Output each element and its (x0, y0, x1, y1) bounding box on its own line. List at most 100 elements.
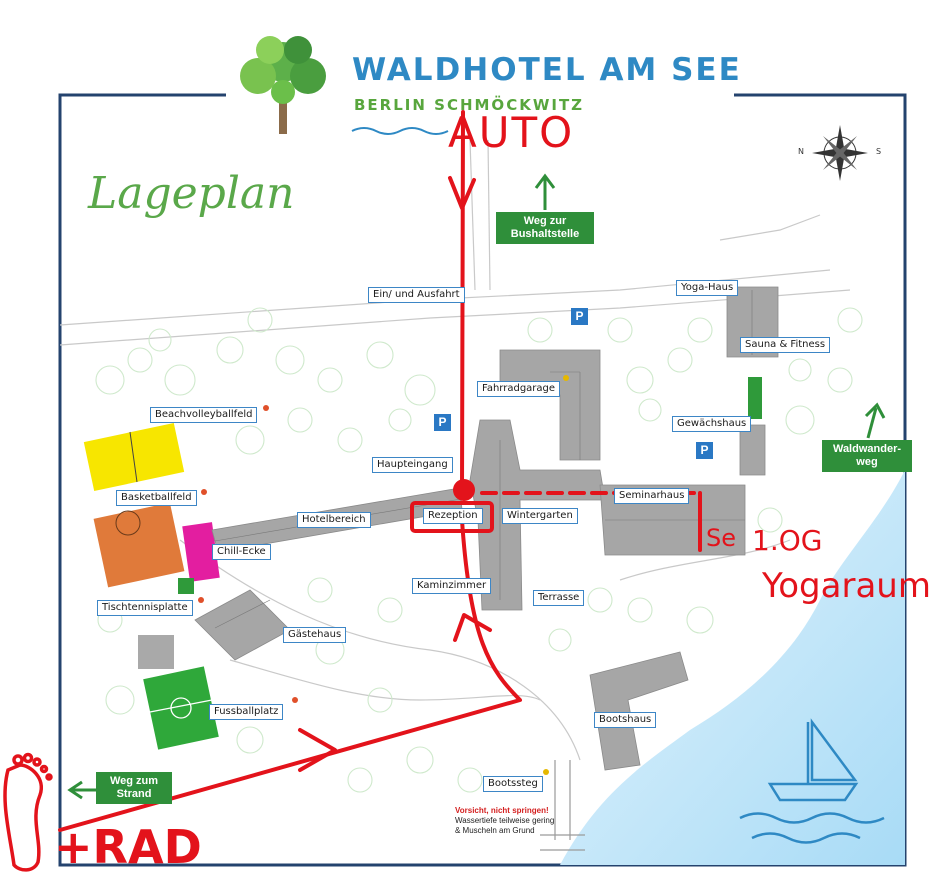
arrow-up-icon (534, 173, 556, 210)
tree-circle (406, 746, 434, 774)
tree-circle (667, 347, 693, 373)
annotation-level: 1.OG (752, 524, 823, 557)
bootshaus-building (589, 651, 689, 771)
label-gewaechshaus: Gewächshaus (672, 416, 752, 432)
gaestehaus-building (194, 589, 291, 661)
hotel-location: BERLIN SCHMÖCKWITZ (354, 96, 585, 114)
rad-route (58, 518, 522, 832)
tree-circle (337, 427, 363, 453)
label-rezeption: Rezeption (423, 508, 483, 524)
annotation-seminar-prefix: Se (706, 524, 736, 552)
tree-circle (377, 597, 403, 623)
tree-circle (367, 687, 393, 713)
tree-circle (105, 685, 135, 715)
label-hotelbereich: Hotelbereich (297, 512, 371, 528)
tree-circle (757, 507, 783, 533)
label-kaminzimmer: Kaminzimmer (412, 578, 492, 594)
parking-sign: P (571, 308, 588, 325)
label-basketballfeld: Basketballfeld (116, 490, 197, 506)
compass-icon (812, 125, 868, 181)
tree-circle (287, 407, 313, 433)
rad-arrow (453, 613, 492, 642)
fussball-field (143, 666, 219, 750)
tree-circle (788, 358, 812, 382)
annotation-auto: AUTO (448, 108, 575, 157)
annotation-rad: +RAD (54, 820, 202, 874)
water-warning-title: Vorsicht, nicht springen! (455, 806, 549, 815)
compass-letter-s: S (876, 147, 882, 156)
tree-circle (95, 365, 125, 395)
parking-sign: P (696, 442, 713, 459)
sign-waldwanderweg-line1: Waldwander- (832, 443, 902, 455)
tree-circle (236, 726, 264, 754)
greenhouse-beds (748, 377, 762, 419)
sailboat-icon (767, 718, 859, 802)
tree-circle (837, 307, 863, 333)
label-wintergarten: Wintergarten (502, 508, 578, 524)
roads (59, 139, 851, 761)
tree-circle (687, 317, 713, 343)
tree-circle (785, 405, 815, 435)
tree-circle (317, 367, 343, 393)
volleyball-net (129, 431, 138, 483)
map-title: Lageplan (88, 168, 295, 219)
fussball-midline (149, 699, 213, 713)
basketball-field (93, 502, 185, 588)
tree-circle (527, 317, 553, 343)
label-beachvolleyballfeld: Beachvolleyballfeld (150, 407, 258, 423)
tree-circle (627, 597, 653, 623)
sign-strand-line1: Weg zum (109, 775, 159, 787)
tree-circle (307, 577, 333, 603)
label-seminarhaus: Seminarhaus (614, 488, 690, 504)
tree-circle (347, 767, 373, 793)
tree-circle (404, 374, 436, 406)
arrow-left-icon (67, 780, 96, 800)
chill-ecke-area (182, 522, 220, 582)
tree-circle (827, 367, 853, 393)
lake (560, 470, 905, 865)
tree-circle (587, 587, 613, 613)
main-hotel-building (469, 419, 606, 611)
label-fussballplatz: Fussballplatz (209, 704, 284, 720)
bootssteg-pier (540, 760, 585, 851)
tree-circle (626, 366, 654, 394)
hotel-name: WALDHOTEL AM SEE (352, 52, 742, 88)
star-icon (198, 375, 569, 775)
rad-arrow-2 (298, 728, 337, 772)
tree-circle (548, 628, 572, 652)
label-sauna-fitness: Sauna & Fitness (740, 337, 831, 353)
waves-icon (739, 812, 885, 844)
tree-logo-icon (240, 36, 326, 134)
sign-bushaltestelle: Weg zur Bushaltstelle (496, 212, 594, 244)
water-warning-line2: & Muscheln am Grund (455, 826, 535, 835)
label-haupteingang: Haupteingang (372, 457, 453, 473)
auto-arrow (448, 176, 476, 210)
annotation-yogaraum: Yogaraum (762, 566, 931, 606)
arrow-up-icon (864, 402, 886, 439)
label-fahrradgarage: Fahrradgarage (477, 381, 561, 397)
label-bootssteg: Bootssteg (483, 776, 543, 792)
sign-waldwanderweg-line2: weg (856, 456, 878, 468)
rezeption-highlight (410, 501, 494, 533)
tree-circle (388, 408, 412, 432)
sign-strand: Weg zum Strand (96, 772, 172, 804)
gewaechshaus-building (739, 424, 766, 476)
label-gaestehaus: Gästehaus (283, 627, 347, 643)
tree-circle (127, 347, 153, 373)
water-warning: Vorsicht, nicht springen! Wassertiefe te… (455, 806, 554, 836)
tree-circle (686, 606, 714, 634)
label-bootshaus: Bootshaus (594, 712, 657, 728)
small-building (138, 635, 174, 669)
parking-sign: P (434, 414, 451, 431)
rezeption-marker (453, 479, 475, 501)
basketball-circle (115, 510, 141, 536)
label-einfahrt: Ein/ und Ausfahrt (368, 287, 465, 303)
sign-waldwanderweg: Waldwander- weg (822, 440, 912, 472)
tree-circle (164, 364, 196, 396)
header-waves-icon (351, 127, 449, 135)
sign-bushaltestelle-line2: Bushaltstelle (510, 228, 580, 240)
water-warning-line1: Wassertiefe teilweise gering (455, 816, 555, 825)
tischtennis-table (178, 578, 194, 594)
label-chill-ecke: Chill-Ecke (212, 544, 271, 560)
